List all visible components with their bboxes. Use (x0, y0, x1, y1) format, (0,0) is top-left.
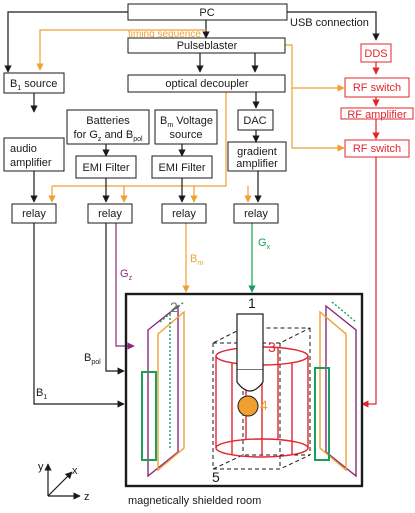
optical-decoupler-label: optical decoupler (165, 78, 249, 90)
sample-tube (236, 313, 264, 417)
axis-x-label: x (72, 465, 78, 477)
dac-box: DAC (237, 109, 274, 131)
batteries-box: Batteries for Gz and Bpol (66, 109, 150, 145)
b1-signal-label: B (36, 387, 43, 399)
label-1: 1 (248, 295, 256, 311)
bm-voltage-line2: source (169, 129, 202, 141)
svg-text:Gx: Gx (258, 237, 271, 251)
axis-y-label: y (38, 461, 44, 473)
audio-line2: amplifier (10, 157, 52, 169)
svg-text:B1 source: B1 source (10, 78, 57, 92)
rf-switch-2-label: RF switch (353, 143, 401, 155)
gx-label: G (258, 237, 267, 249)
svg-text:Bpol: Bpol (84, 352, 101, 366)
label-5: 5 (212, 469, 220, 485)
dds-box: DDS (360, 43, 392, 63)
gz-label: G (120, 268, 129, 280)
shielded-room-label: magnetically shielded room (128, 495, 261, 507)
left-coil-panel (141, 301, 185, 478)
usb-connection-label: USB connection (290, 17, 369, 29)
connection-lines (4, 11, 380, 408)
bm-signal-sub: m (197, 260, 203, 267)
gz-sub: z (129, 275, 133, 282)
svg-text:Bm Voltage: Bm Voltage (160, 115, 213, 129)
batteries-for-g: for G (73, 129, 97, 141)
batteries-and-b: and B (101, 129, 133, 141)
svg-text:B1: B1 (36, 387, 47, 401)
bm-voltage-b: B (160, 115, 167, 127)
axis-triad: y x z (38, 461, 90, 503)
emi-filter-1-label: EMI Filter (82, 162, 129, 174)
svg-text:Gz: Gz (120, 268, 133, 282)
label-3: 3 (268, 339, 276, 355)
svg-text:for Gz and Bpol: for Gz and Bpol (73, 129, 143, 143)
rf-switch-1-label: RF switch (353, 82, 401, 94)
bm-voltage-sub: m (167, 122, 173, 129)
relay-2-label: relay (98, 208, 122, 220)
emi-filter-2-box: EMI Filter (151, 155, 213, 179)
relay-3-box: relay (161, 203, 207, 224)
b1-source-sub: 1 (17, 85, 21, 92)
bpol-sub: pol (91, 359, 101, 366)
relay-3-label: relay (172, 208, 196, 220)
bm-voltage-rest: Voltage (173, 115, 213, 127)
relay-2-box: relay (87, 203, 133, 224)
dds-label: DDS (364, 48, 387, 60)
b1-signal-sub: 1 (43, 394, 47, 401)
gradient-amplifier-box: gradient amplifier (227, 141, 287, 172)
bm-voltage-source-box: Bm Voltage source (154, 109, 218, 145)
pulseblaster-box: Pulseblaster (127, 37, 286, 54)
dac-label: DAC (243, 115, 266, 127)
bpol-label: B (84, 352, 91, 364)
batteries-sub-pol: pol (133, 136, 143, 143)
bm-signal-label: B (190, 253, 197, 265)
label-4: 4 (260, 397, 268, 413)
right-coil-panel (314, 301, 357, 478)
relay-4-box: relay (233, 203, 279, 224)
rf-switch-2-box: RF switch (344, 139, 410, 158)
b1-source-rest: source (21, 78, 57, 90)
rf-amplifier-box: RF amplifier (340, 107, 414, 121)
pc-box: PC (127, 3, 288, 21)
pc-label: PC (199, 7, 214, 19)
emi-filter-1-box: EMI Filter (75, 155, 137, 179)
relay-4-label: relay (244, 208, 268, 220)
rf-switch-1-box: RF switch (344, 77, 410, 98)
b1-source-b: B (10, 78, 17, 90)
gradient-line2: amplifier (236, 158, 278, 170)
audio-amplifier-box: audio amplifier (3, 137, 65, 172)
rf-coil-cylinder (215, 346, 309, 458)
batteries-line1: Batteries (86, 115, 130, 127)
optical-decoupler-box: optical decoupler (127, 74, 286, 93)
relay-1-box: relay (11, 203, 57, 224)
timing-sequence-label: timing sequence (128, 29, 201, 40)
batteries-sub-z: z (98, 136, 102, 143)
label-2: 2 (170, 299, 178, 315)
axis-z-label: z (84, 491, 90, 503)
audio-line1: audio (10, 143, 37, 155)
pulseblaster-label: Pulseblaster (177, 40, 238, 52)
gx-sub: x (267, 244, 271, 251)
b1-source-box: B1 source (3, 72, 65, 94)
rf-amplifier-label: RF amplifier (347, 109, 407, 121)
shielded-room-frame (124, 292, 364, 488)
sample-ball (237, 395, 259, 417)
emi-filter-2-label: EMI Filter (158, 162, 205, 174)
relay-1-label: relay (22, 208, 46, 220)
svg-text:Bm: Bm (190, 253, 203, 267)
gradient-line1: gradient (237, 146, 277, 158)
